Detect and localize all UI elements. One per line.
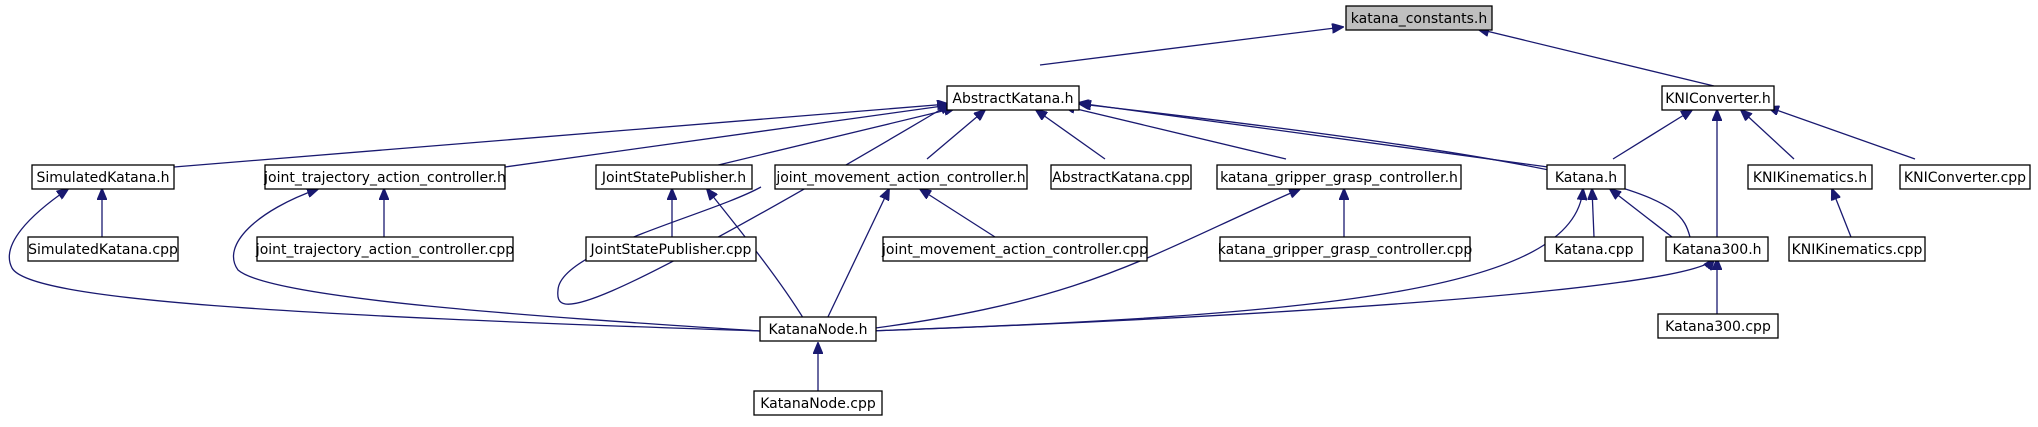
node-box	[256, 236, 514, 262]
node-joint-movement-action-controller-h[interactable]: joint_movement_action_controller.h	[774, 164, 1028, 190]
edge	[920, 189, 996, 238]
node-label: katana_constants.h	[1351, 11, 1487, 27]
node-label: KNIConverter.h	[1665, 91, 1771, 107]
node-box	[1219, 236, 1471, 262]
edge	[825, 189, 889, 322]
node-label: katana_gripper_grasp_controller.h	[1220, 170, 1458, 186]
edge	[707, 189, 806, 322]
node-abstractkatana-cpp[interactable]: AbstractKatana.cpp	[1050, 164, 1192, 190]
node-label: KNIKinematics.h	[1753, 170, 1867, 186]
node-label: SimulatedKatana.h	[36, 170, 169, 186]
node-jointstatepublisher-cpp[interactable]: JointStatePublisher.cpp	[585, 236, 757, 262]
edge	[867, 259, 1714, 332]
node-box	[31, 164, 175, 190]
edge	[557, 104, 950, 305]
node-box	[1661, 85, 1775, 111]
edge	[1612, 110, 1692, 160]
node-box	[759, 316, 877, 342]
node-box	[1747, 164, 1873, 190]
edge	[867, 189, 1300, 330]
edge	[1478, 29, 1715, 87]
node-box	[1657, 313, 1779, 339]
node-katananode-cpp[interactable]: KatanaNode.cpp	[753, 390, 883, 416]
node-box	[774, 164, 1028, 190]
node-box	[1216, 164, 1462, 190]
edge	[1064, 106, 1287, 160]
node-label: Katana300.h	[1672, 242, 1761, 258]
node-katananode-h[interactable]: KatanaNode.h	[759, 316, 877, 342]
edge	[709, 108, 955, 168]
edge	[1741, 110, 1795, 160]
node-katana-h[interactable]: Katana.h	[1546, 164, 1626, 190]
nodes: katana_constants.h AbstractKatana.h KNIC…	[27, 5, 2031, 416]
edge	[232, 189, 761, 332]
node-box	[264, 164, 506, 190]
node-box	[946, 85, 1080, 111]
node-label: JointStatePublisher.cpp	[590, 242, 752, 258]
node-box	[1788, 236, 1926, 262]
node-box	[882, 236, 1148, 262]
node-katana-cpp[interactable]: Katana.cpp	[1544, 236, 1644, 262]
node-box	[595, 164, 753, 190]
node-box	[1665, 236, 1769, 262]
node-label: SimulatedKatana.cpp	[28, 242, 178, 258]
node-label: KatanaNode.h	[769, 322, 868, 338]
node-label: KatanaNode.cpp	[760, 396, 876, 412]
node-box	[1546, 164, 1626, 190]
node-label: katana_gripper_grasp_controller.cpp	[1218, 242, 1473, 258]
node-label: joint_movement_action_controller.cpp	[881, 242, 1148, 258]
node-joint-trajectory-action-controller-cpp[interactable]: joint_trajectory_action_controller.cpp	[255, 236, 514, 262]
node-label: joint_trajectory_action_controller.cpp	[255, 242, 514, 258]
node-katana-constants-h[interactable]: katana_constants.h	[1345, 5, 1493, 31]
node-label: Katana300.cpp	[1665, 319, 1771, 335]
node-joint-movement-action-controller-cpp[interactable]: joint_movement_action_controller.cpp	[881, 236, 1148, 262]
edge	[1592, 189, 1594, 238]
edge	[1832, 189, 1852, 238]
node-label: JointStatePublisher.h	[601, 170, 746, 186]
edge	[1078, 103, 1549, 168]
edge	[504, 105, 950, 168]
node-box	[1050, 164, 1192, 190]
edge	[1768, 107, 1916, 160]
edge	[1039, 27, 1343, 66]
node-katana300-cpp[interactable]: Katana300.cpp	[1657, 313, 1779, 339]
node-jointstatepublisher-h[interactable]: JointStatePublisher.h	[595, 164, 753, 190]
node-box	[753, 390, 883, 416]
node-kniconverter-cpp[interactable]: KNIConverter.cpp	[1899, 164, 2031, 190]
node-knikinematics-h[interactable]: KNIKinematics.h	[1747, 164, 1873, 190]
node-label: AbstractKatana.h	[952, 91, 1073, 107]
node-label: Katana.cpp	[1555, 242, 1634, 258]
node-simulatedkatana-cpp[interactable]: SimulatedKatana.cpp	[27, 236, 179, 262]
node-box	[1544, 236, 1644, 262]
node-label: Katana.h	[1555, 170, 1617, 186]
edge	[1036, 110, 1106, 160]
node-box	[27, 236, 179, 262]
node-box	[1899, 164, 2031, 190]
node-katana-gripper-grasp-controller-cpp[interactable]: katana_gripper_grasp_controller.cpp	[1218, 236, 1473, 262]
node-joint-trajectory-action-controller-h[interactable]: joint_trajectory_action_controller.h	[263, 164, 506, 190]
node-label: KNIKinematics.cpp	[1792, 242, 1923, 258]
node-box	[585, 236, 757, 262]
node-simulatedkatana-h[interactable]: SimulatedKatana.h	[31, 164, 175, 190]
node-katana300-h[interactable]: Katana300.h	[1665, 236, 1769, 262]
node-label: joint_trajectory_action_controller.h	[263, 170, 506, 186]
edge	[173, 104, 948, 168]
edge	[926, 110, 985, 160]
node-knikinematics-cpp[interactable]: KNIKinematics.cpp	[1788, 236, 1926, 262]
node-katana-gripper-grasp-controller-h[interactable]: katana_gripper_grasp_controller.h	[1216, 164, 1462, 190]
node-abstractkatana-h[interactable]: AbstractKatana.h	[946, 85, 1080, 111]
edges	[8, 27, 1916, 391]
node-label: joint_movement_action_controller.h	[775, 170, 1025, 186]
node-box	[1345, 5, 1493, 31]
node-label: AbstractKatana.cpp	[1052, 170, 1190, 186]
edge	[1610, 189, 1673, 238]
node-kniconverter-h[interactable]: KNIConverter.h	[1661, 85, 1775, 111]
node-label: KNIConverter.cpp	[1904, 170, 2026, 186]
edge	[8, 189, 761, 332]
